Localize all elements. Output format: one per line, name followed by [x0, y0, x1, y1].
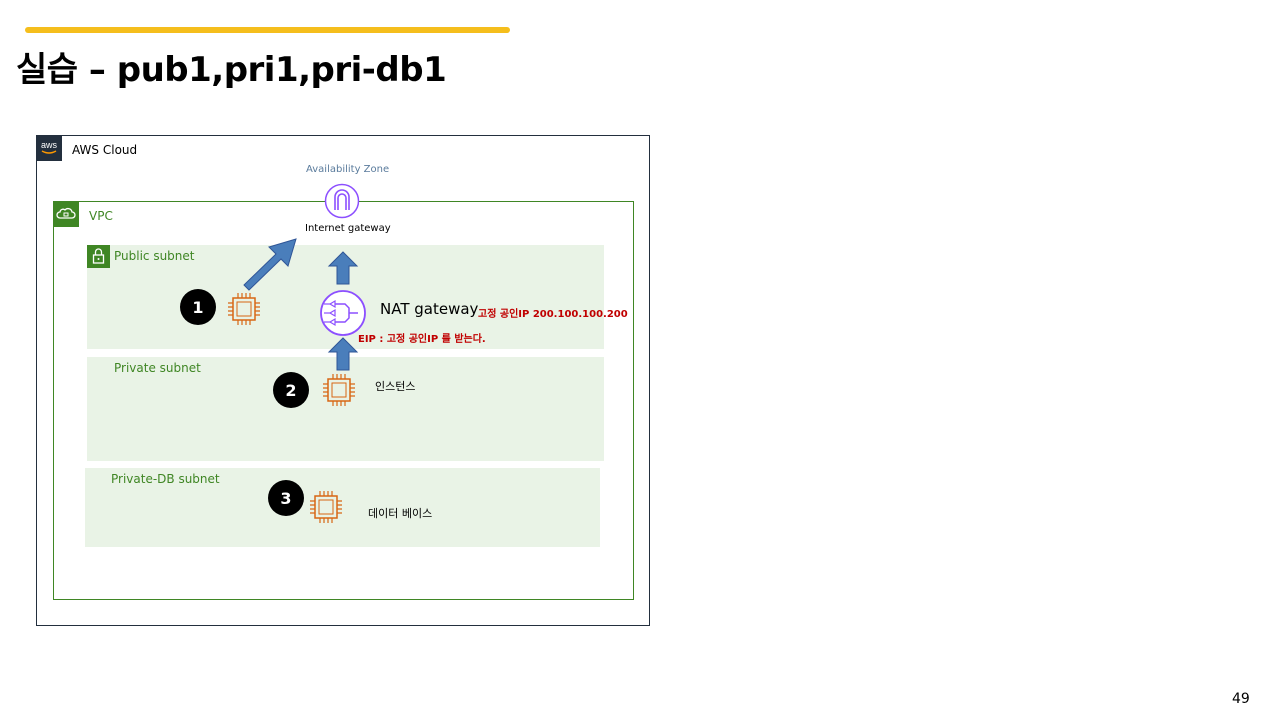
internet-gateway-icon — [324, 183, 360, 219]
vpc-label: VPC — [89, 209, 113, 223]
public-subnet-label: Public subnet — [114, 249, 195, 263]
database-label: 데이터 베이스 — [368, 507, 433, 520]
title-accent-bar — [25, 27, 510, 33]
private-subnet-label: Private subnet — [114, 361, 201, 375]
svg-text:aws: aws — [41, 140, 58, 150]
step-badge-2: 2 — [273, 372, 309, 408]
ec2-instance-icon — [308, 489, 344, 525]
ec2-instance-icon — [226, 291, 262, 327]
page-number: 49 — [1232, 691, 1250, 707]
vpc-cloud-icon — [53, 201, 79, 227]
aws-cloud-label: AWS Cloud — [72, 143, 138, 157]
aws-cloud-group — [36, 135, 650, 626]
arrow-nat-to-igw — [327, 251, 359, 285]
slide-title: 실습 – pub1,pri1,pri-db1 — [16, 50, 447, 90]
eip-note: EIP : 고정 공인IP 를 받는다. — [358, 334, 486, 345]
aws-logo-icon: aws — [36, 135, 62, 161]
nat-gateway-label: NAT gateway — [380, 300, 479, 318]
lock-icon — [87, 245, 110, 268]
step-badge-1: 1 — [180, 289, 216, 325]
arrow-instance-to-nat — [327, 337, 359, 371]
instance-label: 인스턴스 — [375, 380, 416, 393]
internet-gateway-label: Internet gateway — [305, 223, 391, 234]
arrow-instance-to-igw — [243, 238, 297, 291]
private-db-subnet-label: Private-DB subnet — [111, 472, 220, 486]
availability-zone-label: Availability Zone — [306, 164, 390, 175]
nat-gateway-icon — [318, 290, 368, 336]
ec2-instance-icon — [321, 372, 357, 408]
step-badge-3: 3 — [268, 480, 304, 516]
static-ip-note: 고정 공인IP 200.100.100.200 — [478, 309, 628, 320]
private-db-subnet — [85, 468, 600, 547]
